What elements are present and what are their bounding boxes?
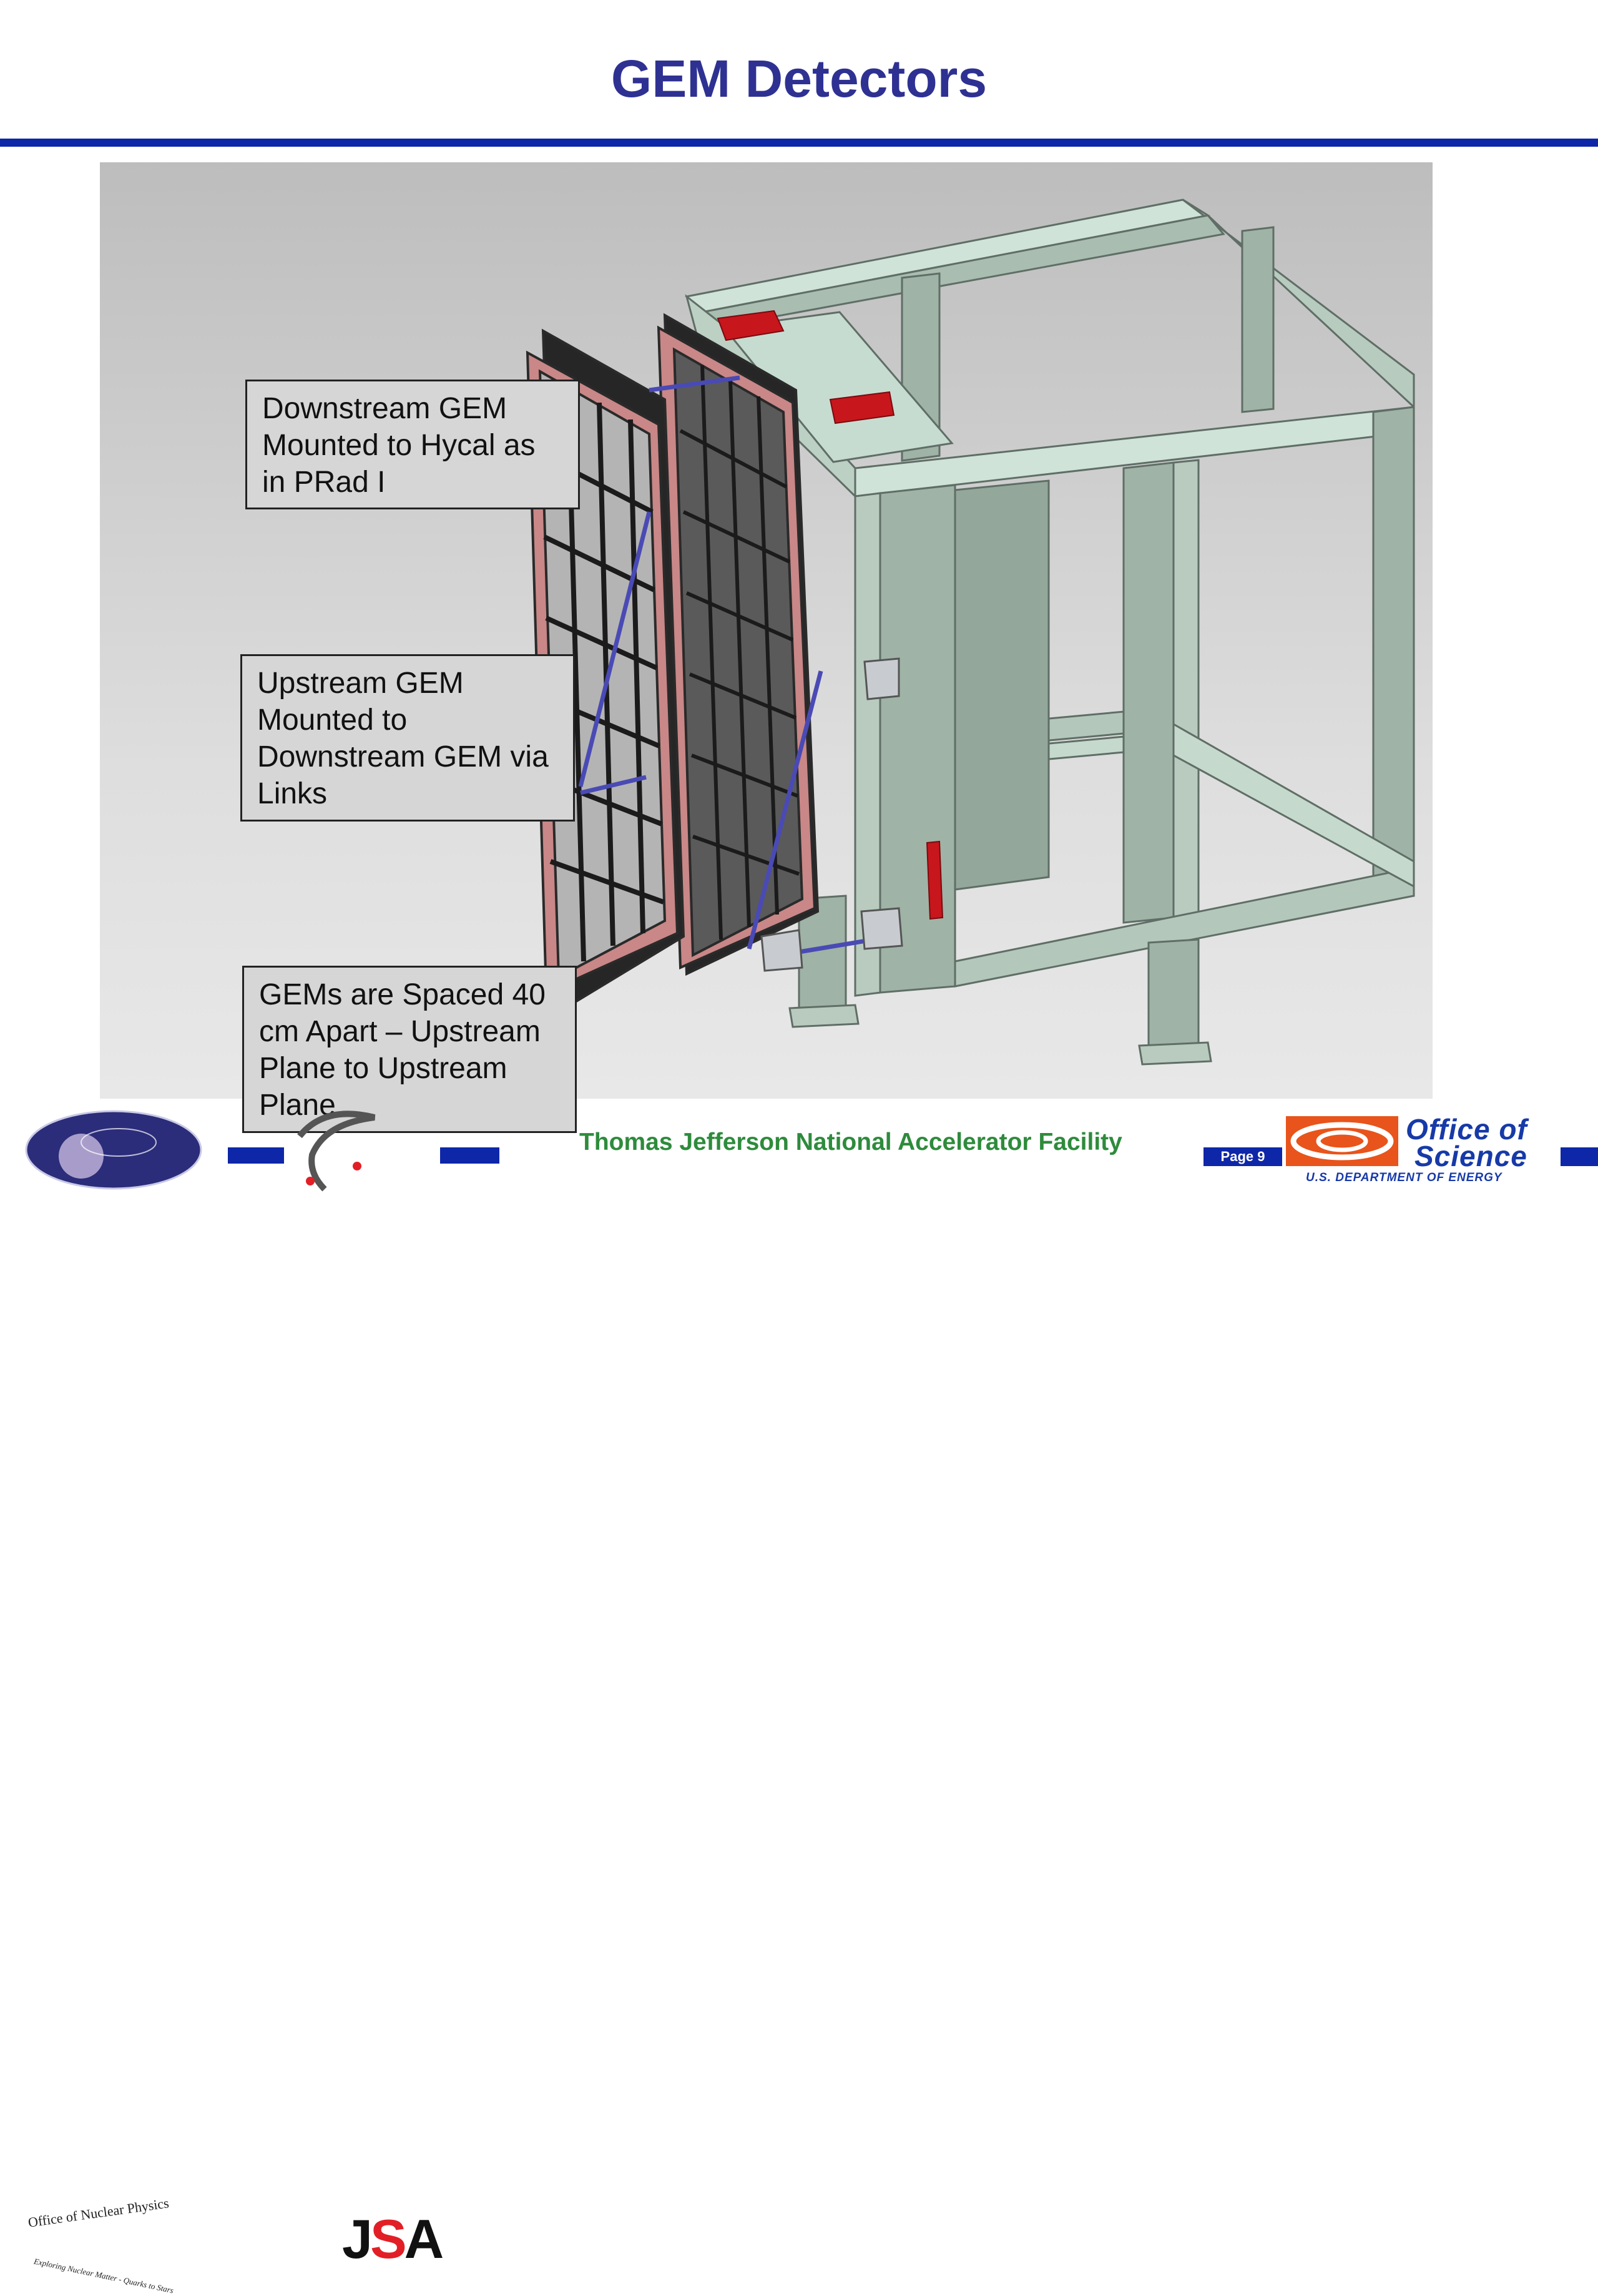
onp-logo-icon: [25, 1110, 202, 1190]
page-number: Page 9: [1203, 1147, 1282, 1166]
footer-graphics: [25, 1110, 1398, 1192]
jsa-logo-text: JSA: [342, 2208, 444, 2270]
onp-logo-text: Office of Nuclear Physics: [27, 2195, 170, 2230]
onp-logo-tagline: Exploring Nuclear Matter - Quarks to Sta…: [33, 2256, 175, 2295]
doe-tagline: U.S. DEPARTMENT OF ENERGY: [1306, 1171, 1502, 1184]
callout-downstream-gem: Downstream GEM Mounted to Hycal as in PR…: [245, 380, 580, 509]
downstream-gem: [657, 313, 820, 976]
gem-links: [578, 375, 875, 954]
office-of-science-line1: Office of: [1406, 1113, 1527, 1146]
upstream-gem: [526, 328, 685, 1011]
red-brackets: [717, 310, 944, 920]
jsa-logo-icon: [228, 1111, 499, 1192]
footer: Office of Nuclear Physics Exploring Nucl…: [0, 1099, 1598, 2295]
office-of-science-icon: [1286, 1116, 1398, 1166]
cad-figure: Downstream GEM Mounted to Hycal as in PR…: [100, 162, 1433, 1133]
support-frame: [684, 199, 1415, 1066]
callout-gem-spacing: GEMs are Spaced 40 cm Apart – Upstream P…: [242, 966, 577, 1133]
office-of-science-line2: Science: [1414, 1140, 1527, 1172]
slide-title: GEM Detectors: [610, 49, 988, 108]
footer-bar-right: [1561, 1147, 1598, 1166]
callout-upstream-gem: Upstream GEM Mounted to Downstream GEM v…: [240, 654, 575, 822]
mount-plates: [760, 657, 903, 972]
gem-assembly-drawing: [526, 199, 1415, 1066]
title-rule: [0, 139, 1598, 147]
lab-name: Thomas Jefferson National Accelerator Fa…: [579, 1129, 1122, 1155]
